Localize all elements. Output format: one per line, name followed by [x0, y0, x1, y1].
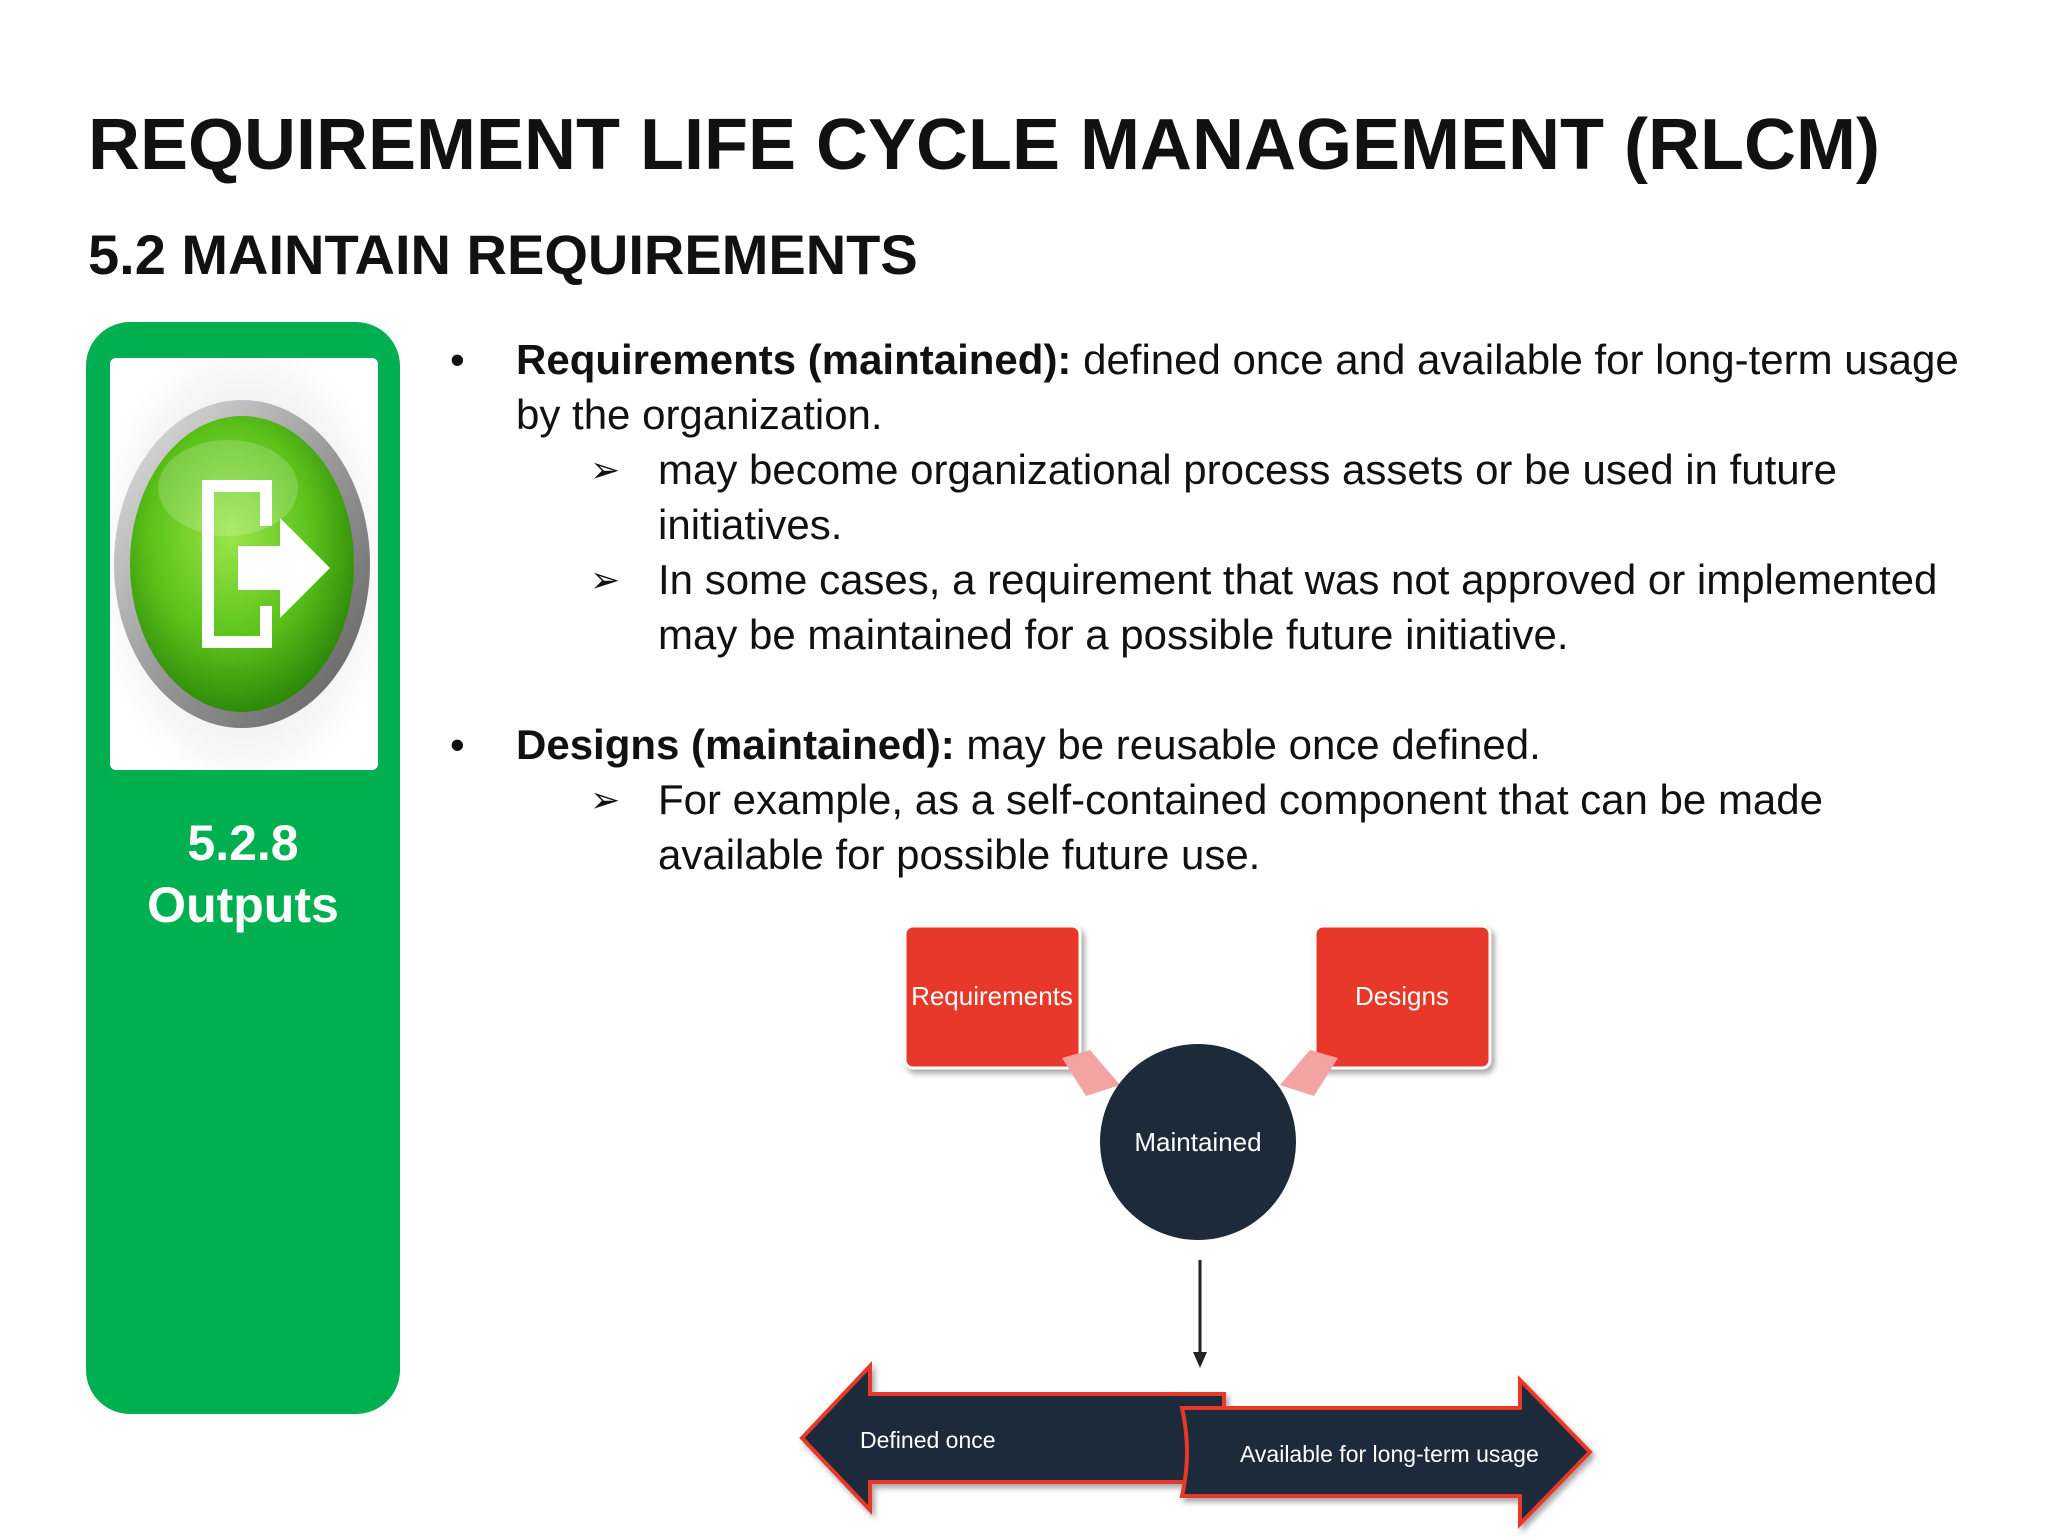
- bullet-marker: •: [450, 721, 465, 768]
- designs-to-maintained-arrow: [1280, 1050, 1338, 1096]
- icon-tile: [110, 358, 378, 770]
- requirements-box-label: Requirements: [911, 981, 1073, 1011]
- slide-subtitle: 5.2 MAINTAIN REQUIREMENTS: [88, 223, 918, 286]
- designs-box-label: Designs: [1355, 981, 1449, 1011]
- bullet-content: • Requirements (maintained): defined onc…: [440, 332, 2000, 882]
- arrow-bullet-icon: ➢: [590, 779, 621, 820]
- bullet-term: Requirements (maintained):: [516, 336, 1072, 383]
- maintained-diagram: Requirements Designs Maintained Defined …: [799, 924, 1593, 1529]
- sub-bullet-text: may become organizational process assets…: [658, 446, 1837, 548]
- requirements-to-maintained-arrow: [1062, 1050, 1120, 1096]
- outputs-side-panel: 5.2.8 Outputs: [86, 322, 400, 1414]
- sub-bullet-text: In some cases, a requirement that was no…: [658, 556, 1938, 658]
- sub-bullet: ➢ For example, as a self-contained compo…: [440, 772, 2000, 882]
- designs-box: [1313, 924, 1492, 1070]
- long-term-usage-label: Available for long-term usage: [1240, 1441, 1539, 1467]
- sub-bullet-text: For example, as a self-contained compone…: [658, 776, 1824, 878]
- sub-bullet: ➢ may become organizational process asse…: [440, 442, 2000, 552]
- slide-title: REQUIREMENT LIFE CYCLE MANAGEMENT (RLCM): [88, 105, 1880, 185]
- bullet-marker: •: [450, 336, 465, 383]
- requirements-box: [903, 924, 1082, 1070]
- bullet-term: Designs (maintained):: [516, 721, 955, 768]
- bullet-designs: • Designs (maintained): may be reusable …: [440, 717, 2000, 772]
- down-arrow-head: [1193, 1352, 1207, 1368]
- section-number: 5.2.8: [187, 815, 299, 871]
- maintained-circle-label: Maintained: [1134, 1127, 1261, 1157]
- defined-once-label: Defined once: [860, 1427, 996, 1453]
- arrow-bullet-icon: ➢: [590, 559, 621, 600]
- sub-bullet: ➢ In some cases, a requirement that was …: [440, 552, 2000, 662]
- arrow-bullet-icon: ➢: [590, 449, 621, 490]
- bullet-text: defined once and available for long-term…: [516, 336, 1959, 438]
- bullet-requirements: • Requirements (maintained): defined onc…: [440, 332, 2000, 442]
- bullet-text: may be reusable once defined.: [954, 721, 1541, 768]
- defined-once-arrow: [799, 1360, 1226, 1516]
- long-term-usage-arrow: [1179, 1375, 1593, 1529]
- panel-label: 5.2.8 Outputs: [86, 812, 400, 936]
- section-label: Outputs: [147, 877, 339, 933]
- maintained-circle: [1100, 1044, 1296, 1240]
- exit-arrow-icon: [114, 400, 370, 728]
